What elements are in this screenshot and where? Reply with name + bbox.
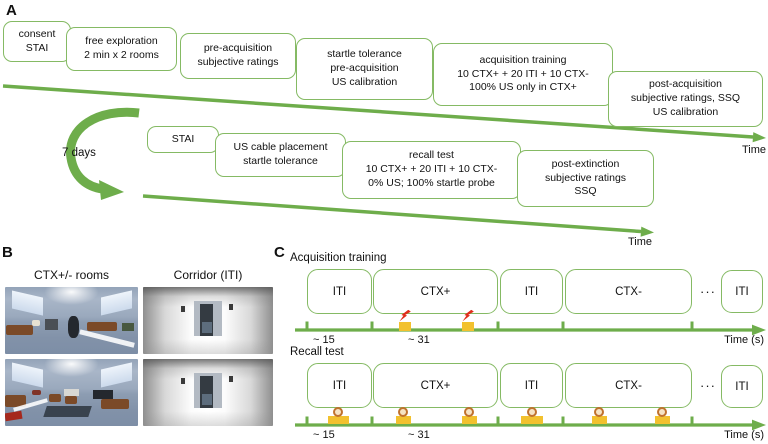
panel-c-label: C: [274, 244, 285, 261]
wall-sconce: [228, 304, 233, 311]
phase-box-post-extinction: post-extinction subjective ratings SSQ: [517, 150, 654, 207]
tv-screen: [92, 390, 113, 399]
lamp: [31, 319, 40, 326]
segment-box-iti: ITI: [307, 269, 372, 314]
startle-probe-icon: [328, 416, 349, 424]
window-left: [11, 290, 43, 316]
corridor-end-wall: [193, 373, 223, 408]
acquisition-timeline-arrow: [295, 321, 766, 336]
phase-box-startle-tolerance: startle tolerance pre-acquisition US cal…: [296, 38, 433, 100]
corridor-header: Corridor (ITI): [173, 268, 243, 282]
sofa: [87, 321, 117, 331]
segment-box-ctx-minus: CTX-: [565, 269, 692, 314]
ctx-room-screenshot-1: [5, 287, 138, 354]
ellipsis: ···: [700, 378, 716, 393]
doorway-room-glimpse: [202, 393, 212, 406]
acq-tick-label-15: ~ 15: [313, 334, 335, 346]
seven-days-label: 7 days: [62, 147, 96, 159]
cabinet: [44, 319, 59, 330]
window-right: [100, 362, 132, 388]
startle-probe-headphone-icon: [657, 407, 667, 417]
phase-box-pre-acquisition-ratings: pre-acquisition subjective ratings: [180, 33, 296, 79]
corridor-screenshot-1: [143, 287, 273, 354]
armchair: [48, 393, 61, 402]
startle-probe-icon: [396, 416, 411, 424]
phase-box-free-exploration: free exploration 2 min x 2 rooms: [66, 27, 177, 71]
phase-box-consent-stai: consent STAI: [3, 21, 71, 62]
acq-time-label: Time (s): [724, 334, 764, 346]
panel-a-label: A: [6, 2, 17, 19]
phase-box-acquisition-training: acquisition training 10 CTX+ + 20 ITI + …: [433, 43, 613, 106]
us-shock-icon: [399, 322, 411, 331]
ellipsis: ···: [700, 284, 716, 299]
timeline-arrow-session2: [142, 194, 654, 237]
window-left: [11, 362, 43, 388]
doorway-room-glimpse: [202, 321, 212, 334]
us-shock-icon: [462, 322, 474, 331]
wall-sconce: [180, 378, 185, 385]
segment-box-ctx-minus: CTX-: [565, 363, 692, 408]
startle-probe-headphone-icon: [594, 407, 604, 417]
recall-tick-label-15: ~ 15: [313, 429, 335, 441]
segment-box-ctx-plus: CTX+: [373, 363, 498, 408]
segment-box-iti: ITI: [307, 363, 372, 408]
timeline-arrow-session1: [2, 84, 766, 143]
picture-frame: [31, 389, 41, 396]
red-mat: [5, 410, 23, 422]
phase-box-us-cable-placement: US cable placement startle tolerance: [215, 133, 346, 177]
rug: [43, 405, 92, 418]
sofa: [5, 395, 27, 407]
startle-probe-headphone-icon: [527, 407, 537, 417]
ctx-rooms-header: CTX+/- rooms: [33, 268, 109, 282]
shelf: [63, 389, 80, 396]
sofa: [6, 325, 33, 336]
recall-timeline-arrow: [295, 416, 766, 431]
startle-probe-icon: [521, 416, 543, 424]
panel-b-label: B: [2, 244, 13, 261]
phase-box-recall-test: recall test 10 CTX+ + 20 ITI + 10 CTX- 0…: [342, 141, 521, 199]
recall-tick-label-31: ~ 31: [408, 429, 430, 441]
window-right: [100, 290, 132, 316]
wall-sconce: [180, 306, 185, 313]
floor-light-streak: [79, 329, 136, 348]
startle-probe-headphone-icon: [398, 407, 408, 417]
startle-probe-icon: [592, 416, 607, 424]
phase-box-stai-session2: STAI: [147, 126, 219, 153]
acq-tick-label-31: ~ 31: [408, 334, 430, 346]
startle-probe-icon: [462, 416, 477, 424]
startle-probe-headphone-icon: [333, 407, 343, 417]
corridor-end-wall: [193, 301, 223, 336]
phase-box-post-acquisition: post-acquisition subjective ratings, SSQ…: [608, 71, 763, 127]
recall-time-label: Time (s): [724, 429, 764, 441]
startle-probe-icon: [655, 416, 670, 424]
segment-box-iti: ITI: [500, 363, 563, 408]
segment-box-iti-final: ITI: [721, 270, 763, 313]
sofa: [100, 398, 129, 409]
wall-sconce: [228, 376, 233, 383]
segment-box-ctx-plus: CTX+: [373, 269, 498, 314]
session2-time-label: Time: [627, 236, 652, 248]
ceiling-light-glow: [42, 287, 101, 306]
segment-box-iti-final: ITI: [721, 365, 763, 408]
ctx-room-screenshot-2: [5, 359, 138, 426]
segment-box-iti: ITI: [500, 269, 563, 314]
startle-probe-headphone-icon: [464, 407, 474, 417]
dark-figure: [67, 316, 80, 338]
corridor-screenshot-2: [143, 359, 273, 426]
acquisition-training-title: Acquisition training: [290, 252, 387, 264]
ceiling-light-glow: [42, 359, 101, 378]
plant: [122, 323, 134, 332]
seven-days-curved-arrow-icon: [66, 107, 140, 200]
session1-time-label: Time: [741, 144, 766, 156]
recall-test-title: Recall test: [290, 346, 344, 358]
armchair: [64, 395, 77, 404]
